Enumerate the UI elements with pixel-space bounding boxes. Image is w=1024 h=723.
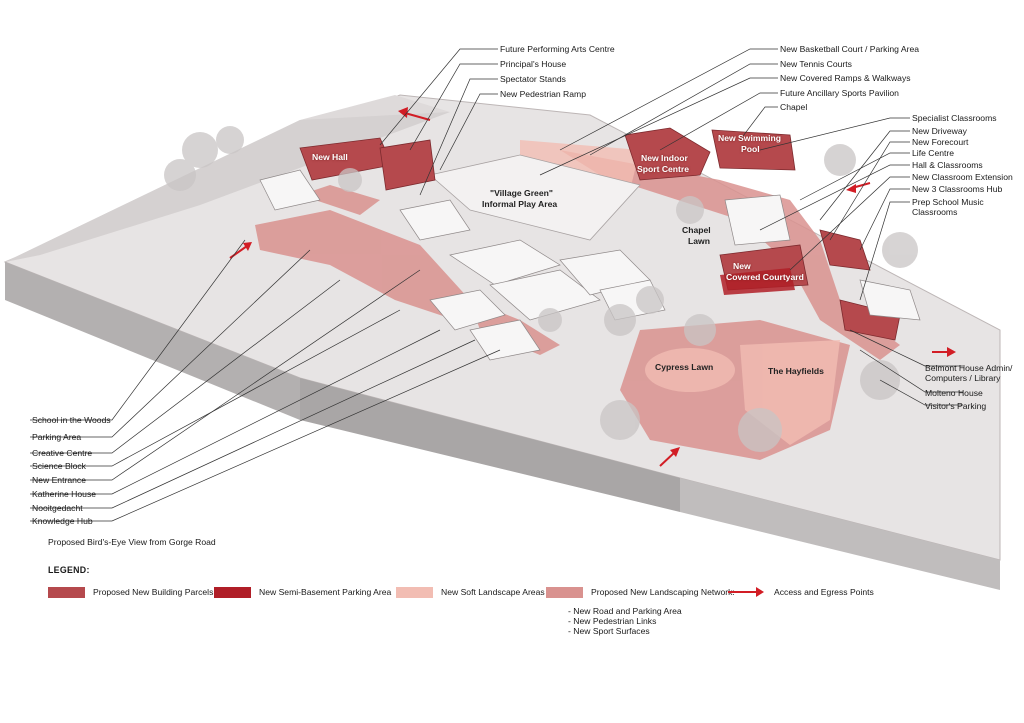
semi-basement-parking — [720, 268, 795, 295]
network-item-pedestrian-links: - New Pedestrian Links — [568, 616, 657, 627]
legend-swatch-building-parcels — [48, 586, 85, 598]
diagram-caption: Proposed Bird's-Eye View from Gorge Road — [48, 537, 216, 547]
map-label-hayfields: The Hayfields — [768, 366, 824, 376]
label-future-performing-arts-centre: Future Performing Arts Centre — [500, 44, 615, 54]
label-chapel: Chapel — [780, 102, 808, 112]
village-green — [429, 154, 641, 241]
map-label-cypress-lawn: Cypress Lawn — [655, 362, 714, 372]
access-arrows — [229, 107, 956, 467]
legend-swatch-landscaping-network — [546, 586, 583, 598]
map-label-swimming-2: Pool — [741, 144, 760, 154]
legend-item-soft-landscape: New Soft Landscape Areas — [396, 586, 545, 598]
legend-item-building-parcels: Proposed New Building Parcels — [48, 586, 213, 598]
label-new-driveway: New Driveway — [912, 126, 967, 136]
leader-lines — [30, 48, 963, 522]
soft-landscape-areas — [520, 140, 840, 445]
label-principals-house: Principal's House — [500, 59, 567, 69]
legend-item-access-points: Access and Egress Points — [728, 586, 874, 598]
legend-swatch-soft-landscape — [396, 586, 433, 598]
legend-label-landscaping-network: Proposed New Landscaping Network: — [591, 587, 735, 597]
label-nooitgedacht: Nooitgedacht — [32, 503, 83, 513]
label-new-basketball-court: New Basketball Court / Parking Area — [780, 44, 919, 54]
network-item-sport-surfaces: - New Sport Surfaces — [568, 626, 650, 637]
legend-label-building-parcels: Proposed New Building Parcels — [93, 587, 214, 597]
building-parcels — [299, 127, 901, 341]
label-prep-school-music: Prep School Music — [912, 197, 984, 207]
label-new-classroom-extension: New Classroom Extension — [912, 172, 1013, 182]
label-knowledge-hub: Knowledge Hub — [32, 516, 93, 526]
map-label-village-green-1: "Village Green" — [490, 188, 553, 198]
label-new-3-classrooms-hub: New 3 Classrooms Hub — [912, 184, 1003, 194]
label-computers-library: Computers / Library — [925, 373, 1001, 383]
legend-label-semi-basement-parking: New Semi-Basement Parking Area — [259, 587, 392, 597]
label-future-ancillary-sports-pavilion: Future Ancillary Sports Pavilion — [780, 88, 899, 98]
label-hall-classrooms: Hall & Classrooms — [912, 160, 983, 170]
map-label-courtyard-2: Covered Courtyard — [726, 272, 804, 282]
label-katherine-house: Katherine House — [32, 489, 97, 499]
legend-label-soft-landscape: New Soft Landscape Areas — [441, 587, 545, 597]
label-new-covered-ramps: New Covered Ramps & Walkways — [780, 73, 911, 83]
label-prep-school-classrooms: Classrooms — [912, 207, 958, 217]
legend-swatch-semi-basement-parking — [214, 586, 251, 598]
label-parking-area: Parking Area — [32, 432, 82, 442]
label-belmont-house-admin: Belmont House Admin/ — [925, 363, 1013, 373]
label-visitors-parking: Visitor's Parking — [925, 401, 987, 411]
network-item-road-parking: - New Road and Parking Area — [568, 606, 682, 616]
label-new-tennis-courts: New Tennis Courts — [780, 59, 852, 69]
map-label-courtyard-1: New — [733, 261, 751, 271]
arrow-right-icon — [728, 586, 766, 598]
map-label-swimming-1: New Swimming — [718, 133, 782, 143]
label-molteno-house: Molteno House — [925, 388, 983, 398]
legend-title: LEGEND: — [48, 565, 90, 575]
label-school-in-the-woods: School in the Woods — [32, 415, 111, 425]
map-label-indoor-sport-1: New Indoor — [641, 153, 688, 163]
map-label-village-green-2: Informal Play Area — [482, 199, 558, 209]
label-spectator-stands: Spectator Stands — [500, 74, 566, 84]
legend-item-landscaping-network: Proposed New Landscaping Network: — [546, 586, 735, 598]
map-label-chapel-lawn-2: Lawn — [688, 236, 710, 246]
label-new-pedestrian-ramp: New Pedestrian Ramp — [500, 89, 586, 99]
label-life-centre: Life Centre — [912, 148, 955, 158]
label-new-entrance: New Entrance — [32, 475, 86, 485]
label-new-forecourt: New Forecourt — [912, 137, 969, 147]
tree-clusters — [164, 126, 918, 452]
legend-label-access-points: Access and Egress Points — [774, 587, 874, 597]
map-label-new-hall: New Hall — [312, 152, 348, 162]
map-label-chapel-lawn-1: Chapel — [682, 225, 711, 235]
legend-item-semi-basement-parking: New Semi-Basement Parking Area — [214, 586, 391, 598]
label-science-block: Science Block — [32, 461, 86, 471]
landscaping-network-list: - New Road and Parking Area - New Pedest… — [568, 606, 682, 637]
map-label-indoor-sport-2: Sport Centre — [637, 164, 690, 174]
label-specialist-classrooms: Specialist Classrooms — [912, 113, 997, 123]
label-creative-centre: Creative Centre — [32, 448, 93, 458]
